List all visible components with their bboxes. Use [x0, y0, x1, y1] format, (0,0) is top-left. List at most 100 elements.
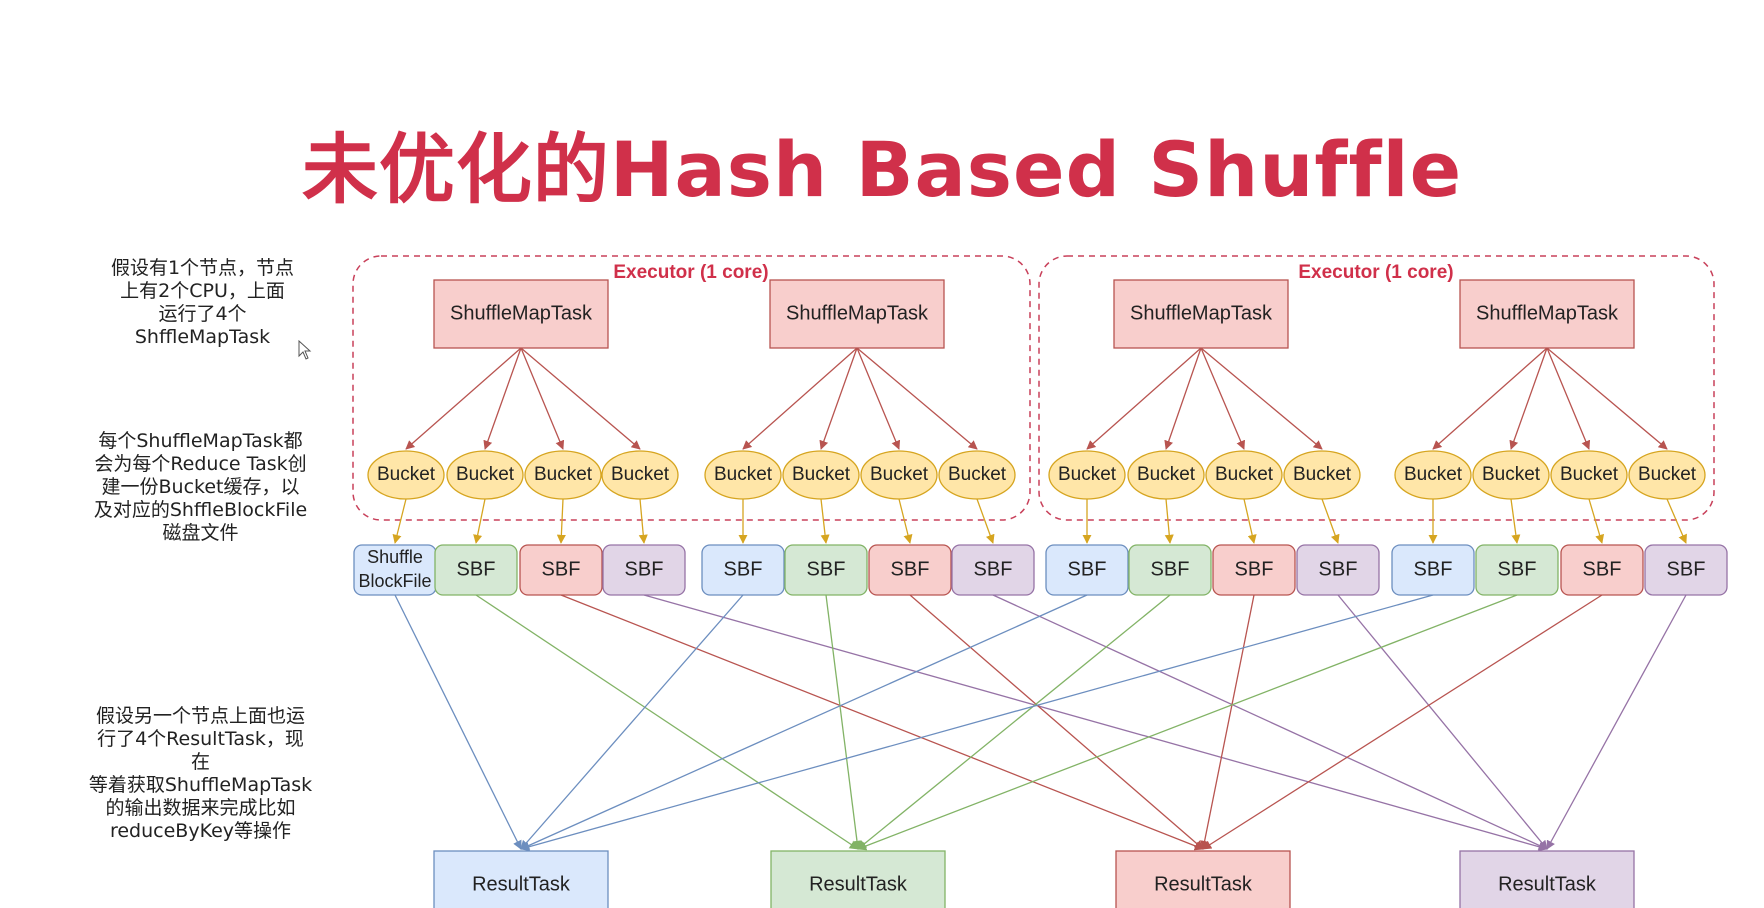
sbf-label: SBF [1151, 558, 1190, 580]
sbf-box [434, 544, 518, 596]
task-to-bucket-arrow [742, 347, 858, 450]
bucket-group: Bucket [1205, 450, 1283, 544]
sbf-result-lines [394, 594, 1687, 852]
bucket-group: Bucket [1394, 450, 1472, 544]
bucket-group: Bucket [367, 450, 445, 544]
sbf-label: SBF [542, 558, 581, 580]
bucket-label: Bucket [1058, 464, 1117, 485]
note-node-cpu: 假设有1个节点，节点 上有2个CPU，上面 运行了4个 ShffleMapTas… [100, 257, 305, 349]
note-line: 会为每个Reduce Task创 [94, 453, 307, 475]
executor-label: Executor (1 core) [613, 262, 768, 283]
bucket-label: Bucket [714, 464, 773, 485]
note-line: 磁盘文件 [162, 522, 239, 544]
bucket-group: Bucket [524, 450, 602, 544]
bucket-label: Bucket [1482, 464, 1541, 485]
bucket-label: Bucket [1137, 464, 1196, 485]
bucket-ellipse [1048, 450, 1126, 500]
sbf-label: SBF [1498, 558, 1537, 580]
mouse-cursor-icon [298, 340, 312, 360]
sbf-to-result-arrow [1546, 594, 1687, 850]
task-to-bucket-arrow [520, 347, 565, 450]
bucket-to-sbf-arrow [1164, 498, 1174, 544]
note-line: reduceByKey等操作 [109, 820, 292, 842]
bucket-group: Bucket [1048, 450, 1126, 544]
bucket-label: Bucket [1404, 464, 1463, 485]
sbf-to-result-arrow [520, 594, 1434, 852]
sbf-to-result-arrow [909, 594, 1204, 850]
result-task-label: ResultTask [809, 873, 908, 895]
task-to-bucket-arrow [1509, 347, 1548, 450]
sbf-group: SBF [1296, 544, 1380, 596]
sbf-label: SBF [1414, 558, 1453, 580]
sbf-label: SBF [724, 558, 763, 580]
bucket-label: Bucket [456, 464, 515, 485]
task-to-bucket-arrow [1200, 347, 1245, 450]
sbf-label: SBF [457, 558, 496, 580]
bucket-to-sbf-arrow [638, 498, 648, 544]
note-line: 等着获取ShuffleMapTask [88, 774, 313, 796]
map-task-group: ShuffleMapTask [1432, 279, 1668, 450]
bucket-to-sbf-arrow [976, 498, 995, 544]
bucket-ellipse [1628, 450, 1706, 500]
sbf-group: SBF [602, 544, 686, 596]
note-bucket-cache: 每个ShuffleMapTask都 会为每个Reduce Task创 建一份Bu… [93, 430, 308, 545]
sbf-to-result-arrow [643, 594, 1548, 852]
sbf-box [602, 544, 686, 596]
bucket-group: Bucket [782, 450, 860, 544]
sbf-box [951, 544, 1035, 596]
sbf-group: SBF [1560, 544, 1644, 596]
sbf-box [1475, 544, 1559, 596]
sbf-to-result-arrow [1337, 594, 1548, 850]
bucket-ellipse [1127, 450, 1205, 500]
bucket-to-sbf-arrow [1243, 498, 1257, 544]
bucket-ellipse [367, 450, 445, 500]
executor-group: Executor (1 core) [352, 255, 1031, 521]
sbf-label: SBF [1319, 558, 1358, 580]
task-to-bucket-arrow [483, 347, 522, 450]
sbf-label-line: BlockFile [358, 571, 431, 591]
bucket-to-sbf-arrow [556, 498, 566, 544]
bucket-group: Bucket [601, 450, 679, 544]
sbf-to-result-arrow [825, 594, 862, 850]
bucket-group: Bucket [704, 450, 782, 544]
bucket-group: Bucket [860, 450, 938, 544]
bucket-group: Bucket [1127, 450, 1205, 544]
sbf-label-line: Shuffle [367, 547, 423, 567]
bucket-to-sbf-arrow [820, 498, 830, 544]
bucket-ellipse [1205, 450, 1283, 500]
sbf-box [868, 544, 952, 596]
sbf-label: SBF [1068, 558, 1107, 580]
sbf-to-result-arrow [475, 594, 859, 850]
task-to-bucket-arrow [1546, 347, 1668, 450]
sbf-box [1560, 544, 1644, 596]
task-to-bucket-arrow [1086, 347, 1202, 450]
result-task-group: ResultTask [433, 850, 609, 908]
bucket-ellipse [938, 450, 1016, 500]
shuffle-map-task-box [433, 279, 609, 349]
bucket-to-sbf-arrow [1588, 498, 1605, 544]
note-line: 假设有1个节点，节点 [110, 257, 295, 279]
sbf-to-result-arrow [520, 594, 744, 850]
result-task-label: ResultTask [472, 873, 571, 895]
result-task-group: ResultTask [1115, 850, 1291, 908]
result-task-box [433, 850, 609, 908]
sbf-box [519, 544, 603, 596]
note-line: 建一份Bucket缓存，以 [101, 476, 300, 498]
task-to-bucket-arrow [1164, 347, 1202, 450]
task-to-bucket-arrow [1546, 347, 1591, 450]
bucket-ellipse [446, 450, 524, 500]
note-line: 行了4个ResultTask，现在 [97, 728, 304, 773]
result-task-label: ResultTask [1498, 873, 1597, 895]
sbf-to-result-arrow [520, 594, 1088, 850]
bucket-label: Bucket [377, 464, 436, 485]
sbf-group: SBF [1045, 544, 1129, 596]
task-to-bucket-arrow [1432, 347, 1548, 450]
shuffle-map-task-box [1113, 279, 1289, 349]
sbf-to-result-arrow [1202, 594, 1603, 850]
task-to-bucket-arrow [405, 347, 522, 450]
executor-box [1038, 255, 1715, 521]
sbf-to-result-arrow [857, 594, 1518, 851]
result-task-box [1459, 850, 1635, 908]
